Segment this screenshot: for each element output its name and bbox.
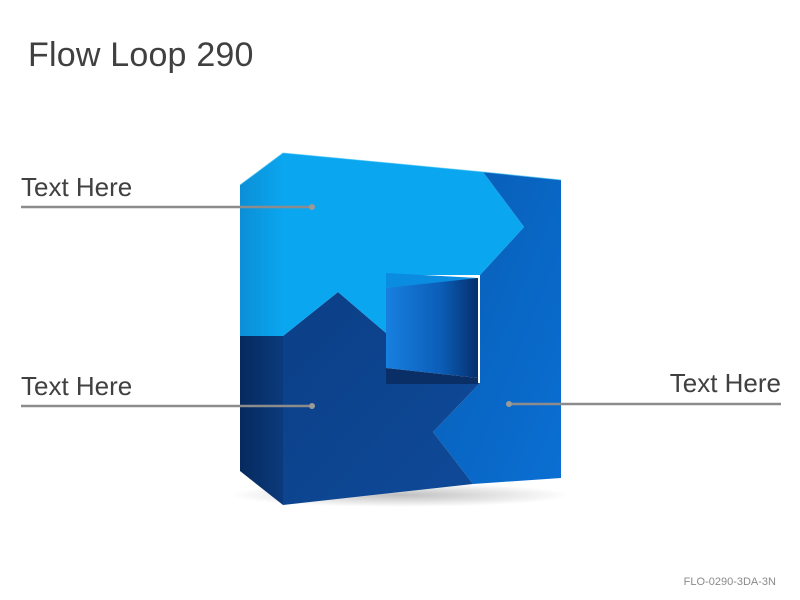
footer-code: FLO-0290-3DA-3N bbox=[683, 576, 776, 588]
cube-side-top-segment bbox=[240, 153, 283, 336]
cube-top-edge bbox=[239, 152, 562, 186]
label-bottom-left: Text Here bbox=[21, 371, 133, 401]
connector-top-left bbox=[21, 204, 315, 210]
cube-side-bottom-segment bbox=[240, 336, 283, 505]
cube-segment-bottom-left bbox=[283, 292, 480, 505]
label-top-left: Text Here bbox=[21, 172, 133, 202]
slide-title: Flow Loop 290 bbox=[28, 36, 254, 74]
connector-bottom-left bbox=[21, 403, 315, 409]
cube-hole-back bbox=[386, 278, 478, 378]
connector-right bbox=[506, 401, 781, 407]
cube-segment-top bbox=[283, 153, 524, 336]
label-right: Text Here bbox=[669, 368, 781, 398]
cube-segment-right bbox=[433, 172, 561, 484]
cube-hole-bottom-wall bbox=[386, 368, 478, 384]
